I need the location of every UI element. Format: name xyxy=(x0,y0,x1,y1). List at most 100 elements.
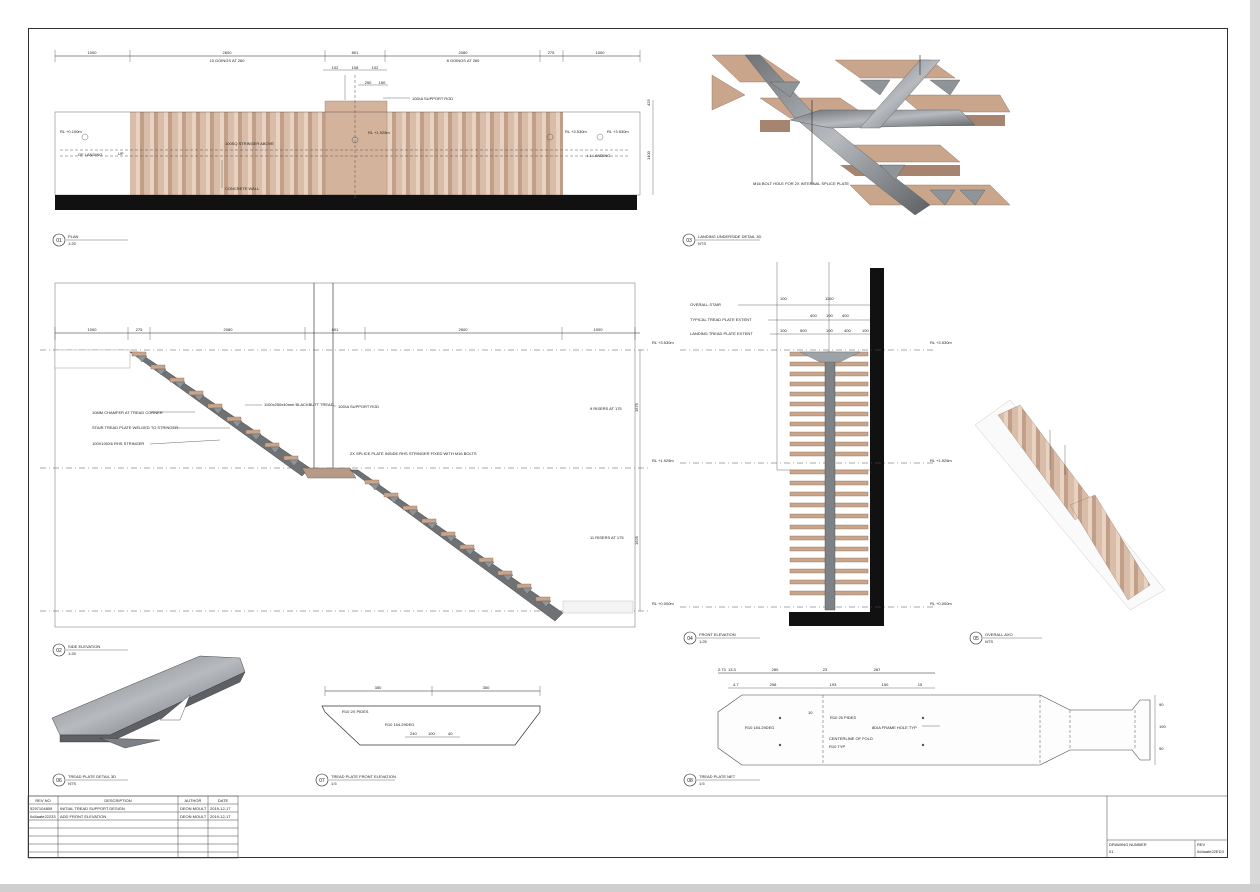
net-dim-3: 280 xyxy=(772,667,779,672)
side-rl-bot: RL +0.000m xyxy=(652,601,674,606)
front-dim-7: 500 xyxy=(800,328,807,333)
side-rl-mid: RL +1.925m xyxy=(652,458,674,463)
side-dim-1: 1000 xyxy=(88,327,98,332)
front-view-number: 04 xyxy=(687,636,693,642)
tread-3d-view: 06 TREAD PLATE DETAIL 3D NTS xyxy=(51,655,246,787)
landing-view-bubble xyxy=(682,233,696,247)
drawing-number: 01 xyxy=(1109,849,1114,854)
l1-landing-label: L1 LANDING xyxy=(587,153,610,158)
side-splice-label: 2X SPLICE PLATE INSIDE RHS STRINGER FIXE… xyxy=(350,451,477,456)
tread-net-outline xyxy=(717,694,1151,766)
net-side-dim-1: 90 xyxy=(1159,702,1164,707)
side-view-scale: 1:25 xyxy=(68,651,77,656)
page-shadow-bottom xyxy=(0,884,1260,892)
landing-view-number: 03 xyxy=(686,238,692,244)
tread3d-view-scale: NTS xyxy=(68,781,76,786)
net-dim-5: 267 xyxy=(874,667,881,672)
front-rl-mid: RL +1.925m xyxy=(930,458,952,463)
axo-view-scale: NTS xyxy=(985,639,993,644)
side-dim-4: 801 xyxy=(332,327,339,332)
front-dim-9: 400 xyxy=(844,328,851,333)
side-lower-treads xyxy=(364,479,552,608)
front-dim-8: 100 xyxy=(826,328,833,333)
front-rl-top: RL +3.530m xyxy=(930,340,952,345)
net-dim-4: 23 xyxy=(823,667,828,672)
landing-bolt-label-1: M16 BOLT HOLE FOR 2X INTERNAL SPLICE PLA… xyxy=(753,181,849,186)
plan-dim-2: 2600 xyxy=(223,50,233,55)
plan-dim-3: 801 xyxy=(352,50,359,55)
front-dim-6: 100 xyxy=(780,328,787,333)
side-dim-6: 1000 xyxy=(594,327,604,332)
plan-small-dim-4: 290 xyxy=(365,80,372,85)
net-view-bubble xyxy=(683,773,697,787)
net-hole-label: 8DIA FRAME HOLE TYP xyxy=(872,725,917,730)
rev-row2-author: DEON MOULT xyxy=(180,814,207,819)
side-chamfer-label: 10MM CHAMFER AT TREAD CORNER xyxy=(92,410,163,415)
rev-row1-date: 2019-12-17 xyxy=(210,806,231,811)
treadfront-view-name: TREAD PLATE FRONT ELEVATION xyxy=(331,774,396,779)
tread3d-view-bubble xyxy=(52,773,66,787)
plan-small-dim-5: 150 xyxy=(379,80,386,85)
front-dim-4: 100 xyxy=(826,313,833,318)
tread-front-view: 350 350 R10 2X PIDES R10 154.29DEG 240 1… xyxy=(315,685,541,787)
plan-stringer-label: 100SQ STRINGER ABOVE xyxy=(225,141,274,146)
landing-view-scale: NTS xyxy=(698,241,706,246)
front-dim-1: 100 xyxy=(780,296,787,301)
rev-header-desc: DESCRIPTION xyxy=(104,798,131,803)
net-view-scale: 1:5 xyxy=(699,781,705,786)
tread3d-view-number: 06 xyxy=(56,778,62,784)
plan-wall-label: CONCRETE WALL xyxy=(225,186,260,191)
net-dim-6: 4.7 xyxy=(733,682,739,687)
front-dim-5: 400 xyxy=(842,313,849,318)
tread-front-dim-4: 100 xyxy=(428,731,435,736)
net-side-dim-4: 10 xyxy=(808,710,813,715)
plan-dim-2-sub: 10 GOINGS AT 260 xyxy=(210,58,246,63)
side-view-bubble xyxy=(52,643,66,657)
landing-underside-3d-view: M16 BOLT HOLE FOR 2X INTERNAL SPLICE PLA… xyxy=(682,54,1011,247)
tread-front-dim-1: 350 xyxy=(375,685,382,690)
front-overall-label: OVERALL STAIR xyxy=(690,302,721,307)
plan-upper-flight xyxy=(387,112,563,195)
plan-view-name: PLAN xyxy=(68,234,79,239)
rev-value: 0d4aafe22ED3 xyxy=(1197,849,1224,854)
rev-row2-no: 0d4aafe22233 xyxy=(30,814,56,819)
side-rl-top: RL +3.530m xyxy=(652,340,674,345)
plan-up-label: UP xyxy=(118,151,124,156)
plan-lower-flight xyxy=(130,112,325,195)
plan-side-dim-1: 425 xyxy=(646,99,651,106)
tread-front-dim-2: 350 xyxy=(483,685,490,690)
net-dim-7: 258 xyxy=(770,682,777,687)
rev-header-author: AUTHOR xyxy=(185,798,202,803)
tread-front-r10b-label: R10 154.29DEG xyxy=(385,722,414,727)
net-r10c-label: R10 TYP xyxy=(829,744,845,749)
front-landing-label: LANDING TREAD PLATE EXTENT xyxy=(690,331,753,336)
treadfront-view-number: 07 xyxy=(319,778,325,784)
plan-support-rod-label: 10DIA SUPPORT ROD xyxy=(412,96,453,101)
side-stringer-label: 100X100X6 RHS STRINGER xyxy=(92,441,144,446)
plan-dim-5: 275 xyxy=(548,50,555,55)
rev-row1-desc: INITIAL TREAD SUPPORT DESIGN xyxy=(60,806,125,811)
side-rod-label: 10DIA SUPPORT ROD xyxy=(338,404,379,409)
front-floor xyxy=(789,612,884,626)
plan-view-number: 01 xyxy=(56,238,62,244)
overall-axo-view: 05 OVERALL AXO NTS xyxy=(969,399,1166,645)
net-dim-9: 150 xyxy=(882,682,889,687)
front-view-name: FRONT ELEVATION xyxy=(699,632,736,637)
tread-front-profile xyxy=(321,705,541,746)
net-view-number: 08 xyxy=(687,778,693,784)
side-dim-3: 2080 xyxy=(224,327,234,332)
rev-row1-author: DEON MOULT xyxy=(180,806,207,811)
treadfront-view-bubble xyxy=(315,773,329,787)
side-view-name: SIDE ELEVATION xyxy=(68,644,100,649)
plan-rl-right1: RL +3.530m xyxy=(565,129,587,134)
side-view-number: 02 xyxy=(56,648,62,654)
treadfront-view-scale: 1:5 xyxy=(331,781,337,786)
rev-row1-no: 5297104809 xyxy=(30,806,53,811)
side-elevation-view: 1000 275 2080 801 2600 1000 RL +3.530m R… xyxy=(40,282,674,657)
tread-front-dim-3: 240 xyxy=(410,731,417,736)
rev-row2-date: 2019-12-17 xyxy=(210,814,231,819)
drawing-border xyxy=(28,28,1228,858)
plan-view-scale: 1:25 xyxy=(68,241,77,246)
plan-small-dim-1: 102 xyxy=(332,65,339,70)
net-r10a-label: R10 154.29DEG xyxy=(745,725,774,730)
